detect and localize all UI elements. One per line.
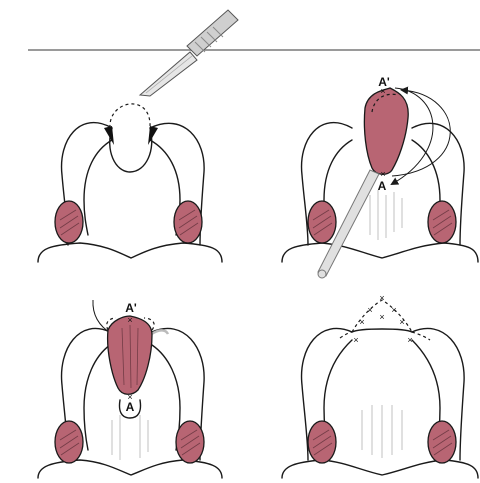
right-flap-lobe xyxy=(174,201,202,243)
shading-lines xyxy=(370,190,402,240)
right-flap-lobe xyxy=(428,421,456,463)
svg-text:×: × xyxy=(379,312,384,322)
transposed-flap xyxy=(107,316,154,394)
left-flap-lobe xyxy=(55,201,83,243)
svg-text:×: × xyxy=(127,315,132,325)
right-flap-lobe xyxy=(176,421,204,463)
svg-text:×: × xyxy=(359,317,364,327)
suture-marks: × × × × × × × × xyxy=(353,293,412,345)
left-flap-lobe xyxy=(308,421,336,463)
right-flap-lobe xyxy=(428,201,456,243)
svg-text:×: × xyxy=(367,305,372,315)
label-a-prime: A' xyxy=(125,301,137,315)
elevated-flap xyxy=(364,88,408,174)
svg-text:×: × xyxy=(379,293,384,303)
label-a: A xyxy=(378,179,387,193)
svg-text:×: × xyxy=(407,335,412,345)
scalpel-icon xyxy=(140,10,238,96)
panel-1 xyxy=(38,10,238,262)
svg-text:×: × xyxy=(380,169,385,179)
panel-4: × × × × × × × × xyxy=(282,293,478,478)
svg-text:×: × xyxy=(391,305,396,315)
label-a-prime: A' xyxy=(378,75,390,89)
label-a: A xyxy=(126,400,135,414)
left-flap-lobe xyxy=(308,201,336,243)
svg-text:×: × xyxy=(399,317,404,327)
panel-2: × × A' A xyxy=(282,75,478,278)
svg-text:×: × xyxy=(353,335,358,345)
panel-3: × × A' A xyxy=(38,300,222,478)
shading-lines xyxy=(362,405,402,458)
shading-lines xyxy=(112,415,148,460)
left-flap-lobe xyxy=(55,421,83,463)
